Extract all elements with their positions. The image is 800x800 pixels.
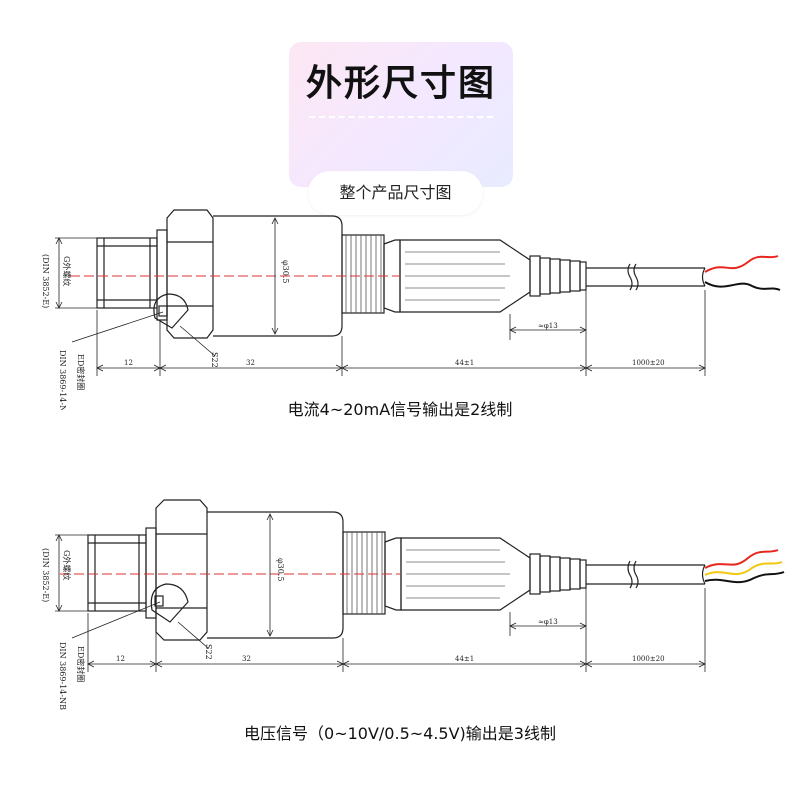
cable-diameter-label: ≈φ13 (538, 322, 558, 330)
cable (586, 267, 706, 287)
cable (586, 564, 706, 585)
page-title: 外形尺寸图 (305, 63, 496, 104)
standard-label: (DIN 3852-E) (41, 548, 50, 602)
dimension-chain (96, 290, 706, 376)
standard-label: (DIN 3852-E) (41, 254, 50, 308)
seal-standard-label: DIN 3869-14-NBR (58, 642, 67, 710)
sleeve-ribs (405, 251, 510, 301)
thread-fitting (96, 237, 158, 309)
banner-divider (309, 116, 493, 118)
sleeve-ribs (406, 549, 510, 599)
dim-length-4: 1000±20 (632, 655, 665, 663)
thread-label: G外螺纹 (62, 256, 72, 286)
dim-length-3: 44±1 (455, 359, 474, 367)
dim-length-1: 12 (124, 359, 133, 367)
wire-black (704, 571, 785, 584)
knurl-pattern (345, 235, 382, 313)
hex-nut (166, 209, 214, 339)
diagram-2-caption: 电压信号（0~10V/0.5~4.5V)输出是3线制 (244, 724, 556, 743)
wire-black (704, 281, 781, 291)
sensor-body (207, 511, 344, 639)
dim-length-3: 44±1 (455, 655, 474, 663)
subtitle-pill: 整个产品尺寸图 (308, 171, 483, 215)
diagram-2-wire: φ30.5 (DIN 3852-E) G外螺纹 DIN 3869-14-NBR … (41, 209, 781, 410)
thread-fitting (87, 534, 147, 612)
seal-label: ED密封圈 (76, 646, 86, 682)
diagram-3-wire: φ30.5 (DIN 3852-E) G外螺纹 DIN 3869-14-NBR … (41, 499, 785, 710)
seal-label: ED密封圈 (76, 354, 86, 390)
knurled-connector (342, 531, 386, 615)
knurl-pattern (346, 532, 383, 614)
hex-nut (155, 499, 208, 641)
seal-cutaway (153, 293, 189, 329)
wire-yellow (704, 561, 783, 576)
wire-red (704, 549, 779, 569)
title-banner: 外形尺寸图 整个产品尺寸图 (289, 42, 513, 215)
knurled-connector (341, 234, 385, 314)
thread-label: G外螺纹 (62, 550, 72, 580)
diagram-1-caption: 电流4~20mA信号输出是2线制 (287, 400, 513, 419)
dim-length-4: 1000±20 (632, 359, 665, 367)
body-diameter-label: φ30.5 (281, 260, 290, 283)
cable-diameter-label: ≈φ13 (538, 618, 558, 626)
wrench-size-label: S22 (210, 352, 219, 368)
seal-standard-label: DIN 3869-14-NBR (58, 350, 67, 410)
dim-length-1: 12 (116, 655, 125, 663)
dimension-chain (87, 588, 706, 672)
dim-length-2: 32 (242, 655, 251, 663)
body-diameter-label: φ30.5 (276, 558, 285, 581)
dim-length-2: 32 (246, 359, 255, 367)
seal-cutaway (150, 583, 189, 623)
wrench-size-label: S22 (204, 644, 213, 660)
wire-red (704, 255, 779, 273)
